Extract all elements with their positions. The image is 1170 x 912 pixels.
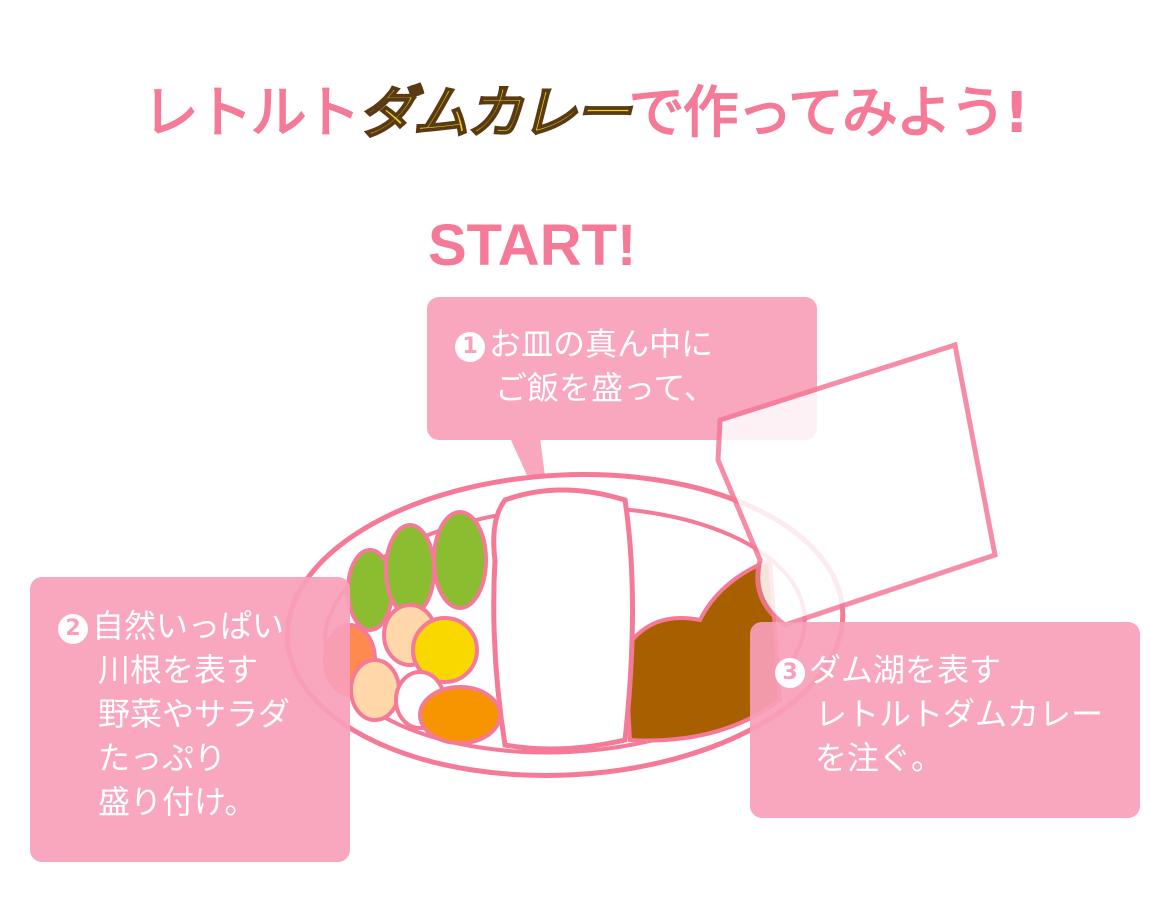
step-number-badge: 3 xyxy=(775,658,805,688)
retort-pouch xyxy=(715,341,998,628)
callout-3-bg xyxy=(750,622,1140,818)
step-text: 川根を表す xyxy=(98,651,259,689)
step-text: を注ぐ。 xyxy=(815,739,944,777)
step-text: ご飯を盛って、 xyxy=(495,369,716,407)
potato xyxy=(349,658,401,722)
start-label: START! xyxy=(428,213,637,278)
callout-2-bg xyxy=(30,577,350,862)
callout-1-bg xyxy=(427,297,817,440)
title-part1: レトルト xyxy=(142,81,361,146)
title-part3: で作ってみよう! xyxy=(628,81,1030,146)
corn xyxy=(411,616,479,684)
step-number-badge: 1 xyxy=(455,332,485,362)
step-text: たっぷり xyxy=(98,739,227,777)
step-text: お皿の真ん中に xyxy=(489,325,714,363)
step-number-badge: 2 xyxy=(58,614,88,644)
curry xyxy=(622,557,783,743)
title-dam-curry: ダムカレー xyxy=(358,80,632,147)
step-text: 盛り付け。 xyxy=(98,783,257,821)
lettuce xyxy=(432,510,488,610)
rice xyxy=(491,487,635,752)
lettuce xyxy=(384,523,436,617)
step-text: レトルトダムカレー xyxy=(815,695,1104,733)
carrot xyxy=(418,685,502,745)
step-text: ダム湖を表す xyxy=(809,651,1002,689)
step-text: 自然いっぱい xyxy=(92,607,285,645)
page-title: レトルトダムカレーで作ってみよう! xyxy=(0,68,1170,149)
step-text: 野菜やサラダ xyxy=(98,695,291,733)
